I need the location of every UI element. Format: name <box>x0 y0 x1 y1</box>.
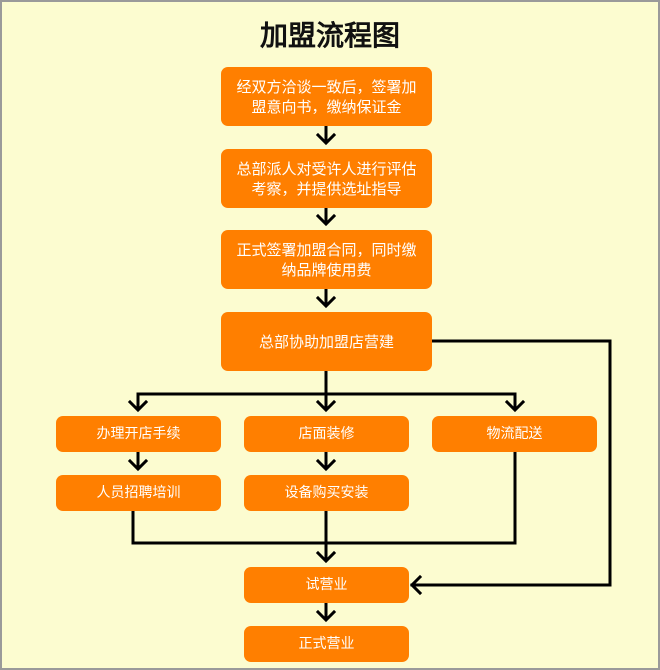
step-official-operation: 正式营业 <box>244 626 409 662</box>
step-opening-procedures: 办理开店手续 <box>56 416 221 452</box>
step-equipment-install: 设备购买安装 <box>244 475 409 511</box>
arrowhead-b1-c1 <box>127 458 149 472</box>
step-evaluation: 总部派人对受许人进行评估考察，并提供选址指导 <box>221 149 432 208</box>
arrowhead-c2-trial <box>315 550 337 564</box>
connector-s4-loop <box>410 339 612 587</box>
arrowhead-branch-left <box>127 399 149 413</box>
step-sign-intent: 经双方洽谈一致后，签署加盟意向书，缴纳保证金 <box>221 67 432 126</box>
step-store-construction: 总部协助加盟店营建 <box>221 312 432 371</box>
arrowhead-loop <box>409 574 423 596</box>
step-logistics: 物流配送 <box>432 416 597 452</box>
step-staff-training: 人员招聘培训 <box>56 475 221 511</box>
arrowhead-s3-s4 <box>315 295 337 309</box>
arrowhead-b2-c2 <box>315 458 337 472</box>
step-store-decoration: 店面装修 <box>244 416 409 452</box>
arrowhead-branch-mid <box>315 399 337 413</box>
step-trial-operation: 试营业 <box>244 567 409 603</box>
arrowhead-s1-s2 <box>315 132 337 146</box>
arrowhead-trial-final <box>315 609 337 623</box>
step-sign-contract: 正式签署加盟合同，同时缴纳品牌使用费 <box>221 230 432 289</box>
arrowhead-s2-s3 <box>315 213 337 227</box>
arrowhead-branch-right <box>504 399 526 413</box>
diagram-title: 加盟流程图 <box>259 19 400 52</box>
